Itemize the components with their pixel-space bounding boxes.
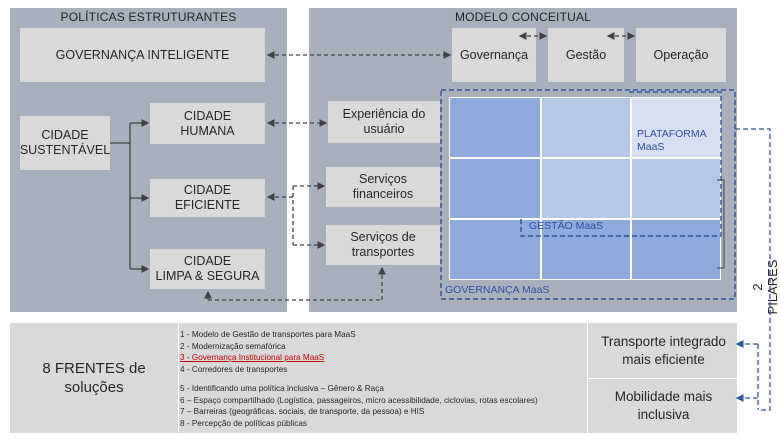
bottom-divider bbox=[587, 323, 588, 433]
solucao-item: 8 - Percepção de políticas públicas bbox=[180, 418, 307, 428]
grid-cell bbox=[631, 158, 721, 219]
grid-cell bbox=[631, 219, 721, 280]
governanca-maas-label: GOVERNANÇA MaaS bbox=[445, 284, 550, 296]
bottom-divider bbox=[588, 378, 737, 379]
bracket bbox=[717, 179, 725, 269]
grid-cell bbox=[541, 97, 631, 158]
grid-cell bbox=[541, 219, 631, 280]
pilar-transporte-integrado: Transporte integrado mais eficiente bbox=[601, 334, 726, 367]
grid-cell bbox=[449, 219, 541, 280]
frentes-label: 8 FRENTES de soluções bbox=[42, 360, 146, 396]
bottom-divider bbox=[178, 323, 179, 433]
plataforma-maas-label: PLATAFORMA MaaS bbox=[637, 128, 707, 153]
solucoes-list-2: 5 - Identificando uma política inclusiva… bbox=[180, 383, 590, 429]
grid-cell bbox=[449, 97, 541, 158]
grid-cell bbox=[541, 158, 631, 219]
solucao-item: 1 - Modelo de Gestão de transportes para… bbox=[180, 330, 356, 339]
modelo-conceitual-title: MODELO CONCEITUAL bbox=[454, 10, 592, 24]
cidade-humana-box: CIDADE HUMANA bbox=[150, 103, 265, 144]
solucao-item: 5 - Identificando uma política inclusiva… bbox=[180, 384, 384, 393]
tree-connector bbox=[110, 119, 150, 273]
solucoes-list: 1 - Modelo de Gestão de transportes para… bbox=[180, 329, 590, 375]
cidade-limpa-segura-box: CIDADE LIMPA & SEGURA bbox=[150, 249, 265, 289]
experiencia-usuario-box: Experiência do usuário bbox=[328, 101, 440, 143]
solucao-item-highlight: 3 - Governança Institucional para MaaS bbox=[180, 353, 325, 362]
servicos-transportes-box: Serviços de transportes bbox=[326, 225, 440, 265]
grid-cell bbox=[631, 97, 721, 158]
servicos-financeiros-box: Serviços financeiros bbox=[326, 167, 440, 207]
politicas-estruturantes-title: POLÍTICAS ESTRUTURANTES bbox=[60, 10, 237, 24]
grid-cell bbox=[449, 158, 541, 219]
solucao-item: 7 – Barreiras (geográficas, sociais, de … bbox=[180, 407, 425, 416]
cidade-eficiente-box: CIDADE EFICIENTE bbox=[150, 179, 265, 217]
maas-dashed-frames bbox=[440, 89, 736, 300]
dashed-connectors bbox=[204, 32, 636, 301]
governanca-inteligente-box: GOVERNANÇA INTELIGENTE bbox=[20, 28, 265, 82]
pilares-bracket bbox=[735, 128, 771, 411]
solucao-item: 6 – Espaço compartilhado (Logística, pas… bbox=[180, 395, 538, 405]
pilar-mobilidade-inclusiva: Mobilidade mais inclusiva bbox=[614, 389, 713, 422]
solucao-item: 2 - Modernização semafórica bbox=[180, 341, 286, 351]
gestao-maas-label: GESTÃO MaaS bbox=[529, 220, 604, 232]
maas-grid bbox=[449, 97, 721, 280]
cidade-sustentavel-box: CIDADE SUSTENTÁVEL bbox=[20, 116, 110, 170]
solucao-item: 4 - Corredores de transportes bbox=[180, 364, 288, 374]
operacao-box: Operação bbox=[636, 28, 726, 82]
